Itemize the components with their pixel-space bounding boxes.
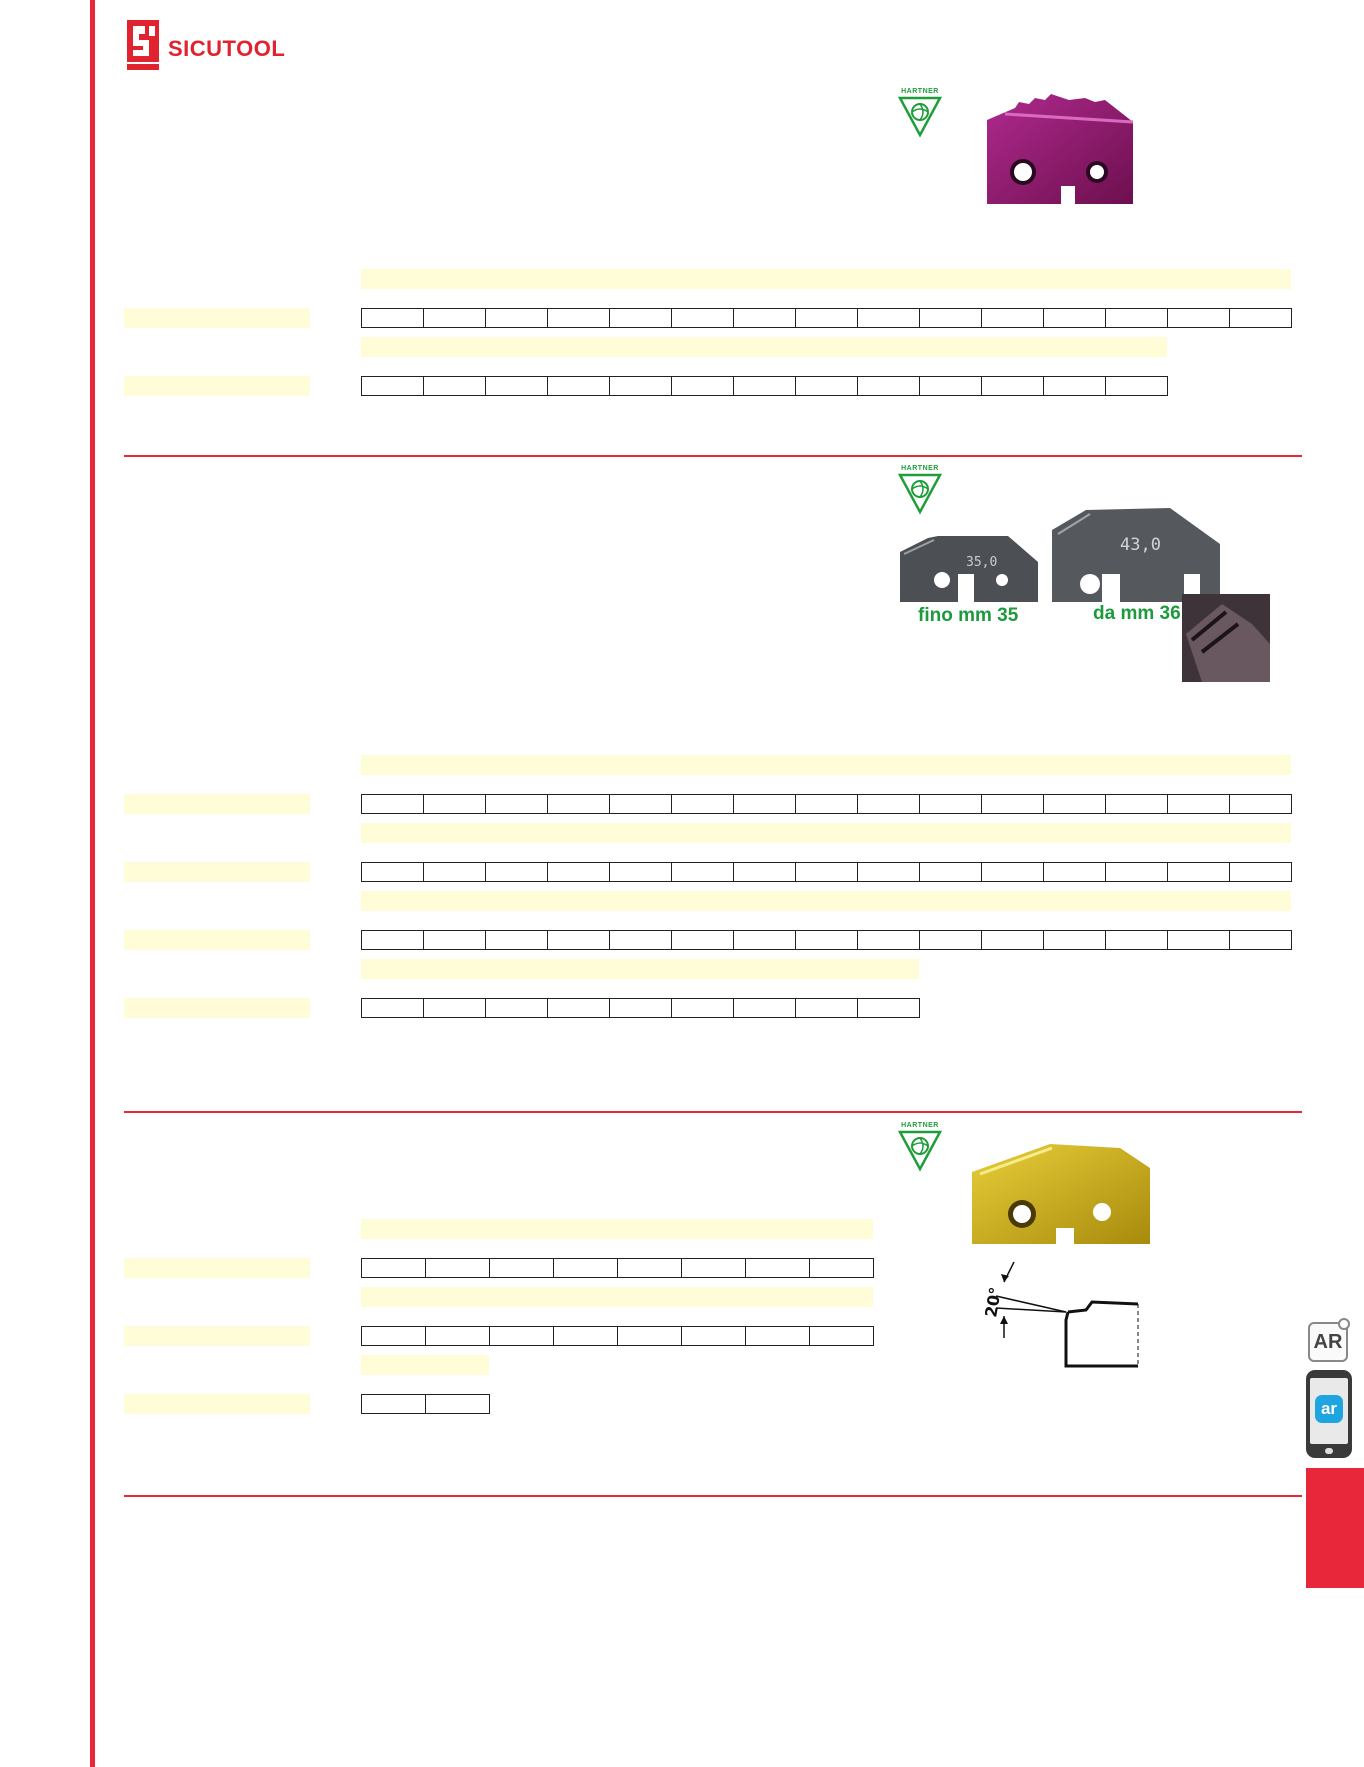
- hartner-badge-2: HARTNER: [897, 465, 943, 523]
- table-row: [361, 1258, 874, 1278]
- ar-app-phone-icon[interactable]: ar: [1306, 1370, 1352, 1458]
- hartner-triangle-icon: [897, 96, 943, 138]
- ar-app-icon: ar: [1315, 1395, 1343, 1423]
- ar-icon[interactable]: AR: [1308, 1322, 1348, 1362]
- table-row: [361, 998, 920, 1018]
- hartner-triangle-icon: [897, 473, 943, 515]
- angle-label: 20°: [981, 1286, 1005, 1319]
- table-row: [361, 1326, 874, 1346]
- table-row: [361, 1394, 490, 1414]
- sicutool-logo: [127, 20, 159, 70]
- section-divider: [124, 455, 1302, 457]
- row-label: [124, 998, 310, 1018]
- table-header-band: [361, 1287, 873, 1307]
- caption-from: da mm 36: [1093, 603, 1181, 624]
- left-margin-rule: [90, 0, 95, 1767]
- table-row: [361, 862, 1292, 882]
- section-thumb-tab[interactable]: [1306, 1468, 1364, 1588]
- cutting-angle-diagram: 20°: [981, 1261, 1139, 1368]
- row-label: [124, 1394, 310, 1414]
- insert-closeup-photo: [1182, 594, 1270, 682]
- table-header-band: [361, 269, 1291, 289]
- table-header-band: [361, 959, 919, 979]
- large-insert-photo: 43,0: [1052, 508, 1220, 602]
- row-label: [124, 794, 310, 814]
- hartner-triangle-icon: [897, 1130, 943, 1172]
- row-label: [124, 376, 310, 396]
- row-label: [124, 862, 310, 882]
- table-row: [361, 794, 1292, 814]
- section-divider: [124, 1111, 1302, 1113]
- row-label: [124, 1326, 310, 1346]
- table-header-band: [361, 891, 1291, 911]
- table-header-band: [361, 337, 1167, 357]
- row-label: [124, 308, 310, 328]
- small-insert-photo: 35,0: [900, 536, 1038, 602]
- hartner-badge-1: HARTNER: [897, 88, 943, 146]
- table-header-band: [361, 1355, 489, 1375]
- purple-spade-insert-photo: [987, 94, 1134, 204]
- row-label: [124, 1258, 310, 1278]
- brand-name: SICUTOOL: [168, 36, 286, 61]
- section-divider: [124, 1495, 1302, 1497]
- row-label: [124, 930, 310, 950]
- hartner-badge-3: HARTNER: [897, 1122, 943, 1180]
- gold-insert-photo: [972, 1144, 1150, 1244]
- table-header-band: [361, 1219, 873, 1239]
- table-header-band: [361, 755, 1291, 775]
- insert-size-label: 43,0: [1120, 535, 1161, 555]
- table-row: [361, 930, 1292, 950]
- caption-up-to: fino mm 35: [918, 605, 1019, 626]
- insert-size-label: 35,0: [966, 555, 997, 570]
- table-row: [361, 376, 1168, 396]
- table-row: [361, 308, 1292, 328]
- ar-plus-badge-icon: [1338, 1318, 1350, 1330]
- table-header-band: [361, 823, 1291, 843]
